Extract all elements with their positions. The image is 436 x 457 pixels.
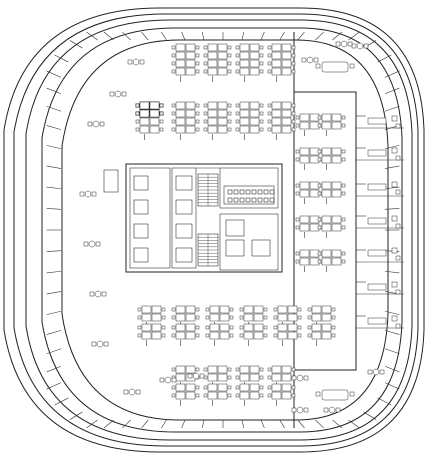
desk-cluster-east xyxy=(295,113,324,136)
lounge-set xyxy=(187,372,205,380)
desk-cluster-north xyxy=(171,117,200,140)
lounge-set xyxy=(291,406,309,414)
desk-cluster-east xyxy=(317,215,346,238)
desk-cluster-north xyxy=(235,101,264,124)
stair-north xyxy=(197,173,219,207)
desk-cluster-east xyxy=(317,147,346,170)
lounge-set xyxy=(123,388,141,396)
lounge-set xyxy=(79,190,97,198)
desk-cluster-east xyxy=(295,147,324,170)
meeting-room-south xyxy=(321,389,349,401)
desk-cluster-north xyxy=(267,59,296,82)
desk-cluster-south xyxy=(137,305,166,328)
desk-cluster-south xyxy=(137,323,166,346)
lounge-set xyxy=(87,120,105,128)
lounge-set xyxy=(109,90,127,98)
desk-cluster-south xyxy=(307,305,336,328)
office-desk xyxy=(367,181,401,195)
lounge-set xyxy=(127,58,145,66)
desk-cluster-south xyxy=(235,383,264,406)
office-desk xyxy=(367,315,401,329)
lounge-set xyxy=(323,406,341,414)
lounge-set xyxy=(91,340,109,348)
workstation-clusters xyxy=(135,43,346,406)
lounge-set xyxy=(291,374,309,382)
office-furniture xyxy=(315,63,401,397)
desk-cluster-south xyxy=(239,323,268,346)
desk-cluster-north xyxy=(267,101,296,124)
desk-cluster-south xyxy=(307,323,336,346)
stair-south xyxy=(197,233,219,267)
building-core xyxy=(103,163,283,273)
desk-cluster-south xyxy=(239,305,268,328)
desk-cluster-south xyxy=(273,323,302,346)
desk-cluster-south xyxy=(205,323,234,346)
desk-cluster-north xyxy=(203,101,232,124)
lounge-set xyxy=(367,368,385,376)
office-desk xyxy=(367,115,401,129)
lounge-furniture xyxy=(79,40,385,414)
desk-cluster-north xyxy=(171,59,200,82)
desk-cluster-north xyxy=(203,117,232,140)
desk-cluster-south xyxy=(205,305,234,328)
desk-cluster-west xyxy=(135,117,164,140)
desk-cluster-south xyxy=(203,383,232,406)
lounge-set xyxy=(83,240,101,248)
desk-cluster-south xyxy=(171,305,200,328)
desk-cluster-east xyxy=(295,249,324,272)
lounge-set xyxy=(159,376,177,384)
desk-cluster-north xyxy=(203,43,232,66)
lounge-set xyxy=(301,56,319,64)
office-desk xyxy=(367,247,401,261)
desk-cluster-north xyxy=(203,59,232,82)
lounge-set xyxy=(335,40,353,48)
desk-cluster-north xyxy=(267,43,296,66)
desk-cluster-south xyxy=(171,323,200,346)
desk-cluster-south xyxy=(203,365,232,388)
office-desk xyxy=(367,281,401,295)
lounge-set xyxy=(351,42,369,50)
desk-cluster-east xyxy=(317,181,346,204)
desk-cluster-north xyxy=(235,117,264,140)
meeting-room-north xyxy=(321,61,349,73)
desk-cluster-east xyxy=(317,113,346,136)
desk-cluster-north xyxy=(235,59,264,82)
desk-cluster-south xyxy=(235,365,264,388)
desk-cluster-east xyxy=(317,249,346,272)
desk-cluster-north xyxy=(267,117,296,140)
building-facade xyxy=(3,7,425,453)
desk-cluster-south xyxy=(171,383,200,406)
desk-cluster-east xyxy=(295,215,324,238)
desk-cluster-north xyxy=(235,43,264,66)
desk-cluster-east xyxy=(295,181,324,204)
elevator-lobby xyxy=(223,185,275,205)
lounge-set xyxy=(89,290,107,298)
desk-cluster-west xyxy=(135,101,164,124)
office-desk xyxy=(367,147,401,161)
desk-cluster-south xyxy=(267,365,296,388)
office-desk xyxy=(367,215,401,229)
desk-cluster-south xyxy=(267,383,296,406)
